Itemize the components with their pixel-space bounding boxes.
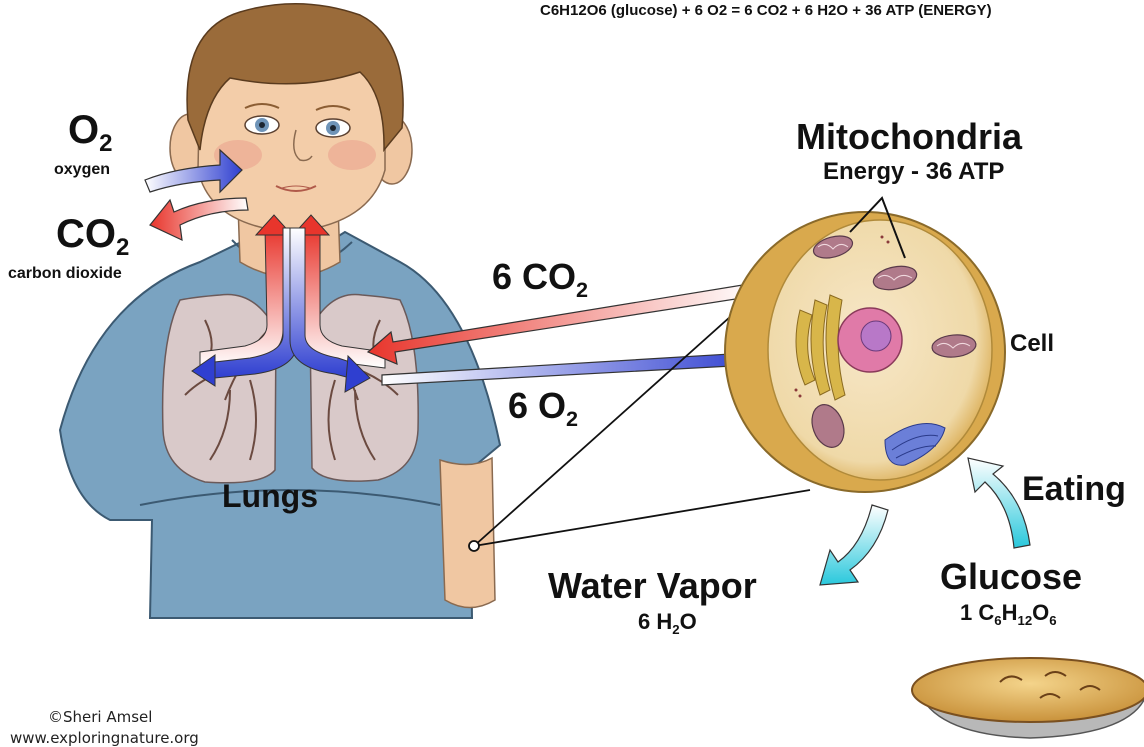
co2-label: CO2 <box>56 212 129 257</box>
vapor-f1: 6 H <box>638 609 672 634</box>
arm <box>440 458 495 608</box>
glucose-f2: H <box>1002 600 1018 625</box>
arrow-o2-subscript: 2 <box>566 406 578 431</box>
arrow-co2-label: 6 CO2 <box>492 256 588 298</box>
equation-glucose-formula: C6H12O6 <box>540 2 607 19</box>
equation-rest: (glucose) + 6 O2 = 6 CO2 + 6 H2O + 36 AT… <box>607 2 992 19</box>
arrow-co2-subscript: 2 <box>576 277 588 302</box>
glucose-formula: 1 C6H12O6 <box>960 600 1057 626</box>
cell <box>725 212 1005 492</box>
o2-symbol: O <box>68 108 99 152</box>
mitochondria-title: Mitochondria <box>796 116 1022 158</box>
co2-subscript: 2 <box>116 234 129 261</box>
glucose-s1: 6 <box>994 613 1001 628</box>
vapor-sub: 2 <box>672 622 679 637</box>
right-lung <box>310 294 418 481</box>
glucose-s3: 6 <box>1049 613 1056 628</box>
oxygen-text: oxygen <box>54 161 110 179</box>
o2-subscript: 2 <box>99 130 112 157</box>
credit-site: www.exploringnature.org <box>10 729 199 747</box>
water-vapor-title: Water Vapor <box>548 565 757 607</box>
co2-out-arrow <box>150 198 248 240</box>
water-vapor-arrow <box>820 505 888 585</box>
arrow-o2-prefix: 6 O <box>508 385 566 426</box>
credit-author: ©Sheri Amsel <box>48 708 152 726</box>
eating-arrow <box>968 458 1030 548</box>
mitochondria-subtitle: Energy - 36 ATP <box>823 158 1004 186</box>
arrow-o2-label: 6 O2 <box>508 385 578 427</box>
eating-label: Eating <box>1022 470 1126 509</box>
pie <box>912 658 1144 738</box>
co2-symbol: CO <box>56 212 116 256</box>
glucose-title: Glucose <box>940 556 1082 598</box>
lungs-label: Lungs <box>222 478 318 515</box>
o2-label: O2 <box>68 108 112 153</box>
glucose-f3: O <box>1032 600 1049 625</box>
equation: C6H12O6 (glucose) + 6 O2 = 6 CO2 + 6 H2O… <box>540 2 992 19</box>
glucose-f1: 1 C <box>960 600 994 625</box>
carbon-dioxide-text: carbon dioxide <box>8 265 122 283</box>
vapor-f2: O <box>680 609 697 634</box>
cell-label: Cell <box>1010 330 1054 358</box>
glucose-s2: 12 <box>1017 613 1032 628</box>
arrow-co2-prefix: 6 CO <box>492 256 576 297</box>
water-vapor-formula: 6 H2O <box>638 609 697 635</box>
left-lung <box>163 294 276 482</box>
